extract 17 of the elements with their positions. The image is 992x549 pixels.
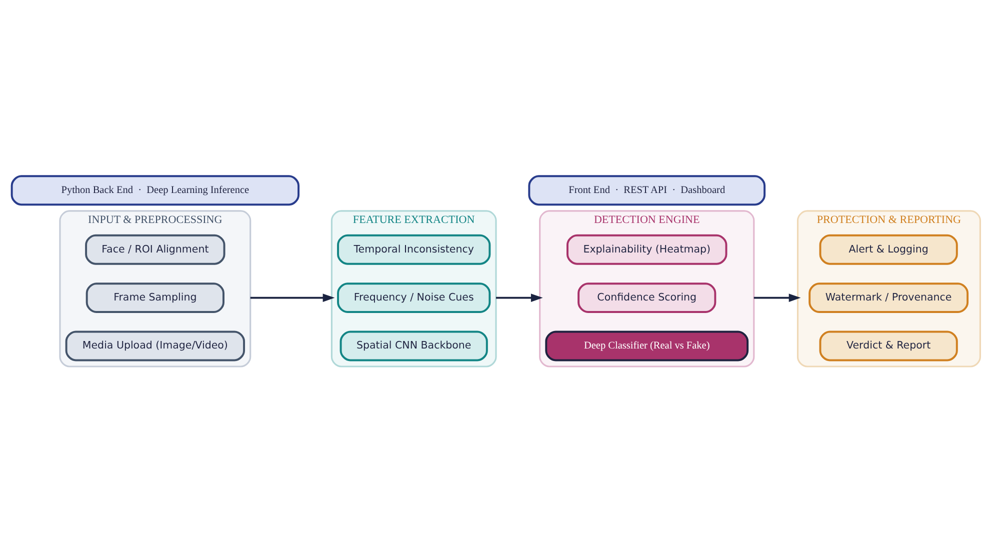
node-box: Python Back End · Deep Learning Inference xyxy=(10,175,300,206)
node-box: Temporal Inconsistency xyxy=(337,234,491,265)
node-box: Alert & Logging xyxy=(819,234,958,265)
node-box: Deep Classifier (Real vs Fake) xyxy=(545,330,749,362)
arrow xyxy=(496,294,543,302)
node-box: Watermark / Provenance xyxy=(808,282,969,313)
node-box: Verdict & Report xyxy=(819,330,958,362)
node-box: Confidence Scoring xyxy=(578,282,716,313)
node-box: Frame Sampling xyxy=(86,282,224,313)
node-box: Explainability (Heatmap) xyxy=(566,234,728,265)
arrow xyxy=(754,294,801,302)
node-box: Front End · REST API · Dashboard xyxy=(528,175,766,206)
node-box: Spatial CNN Backbone xyxy=(340,330,488,362)
node-box: Frequency / Noise Cues xyxy=(337,282,491,313)
node-box: Face / ROI Alignment xyxy=(85,234,226,265)
node-box: Media Upload (Image/Video) xyxy=(65,330,246,362)
arrow xyxy=(250,294,335,302)
